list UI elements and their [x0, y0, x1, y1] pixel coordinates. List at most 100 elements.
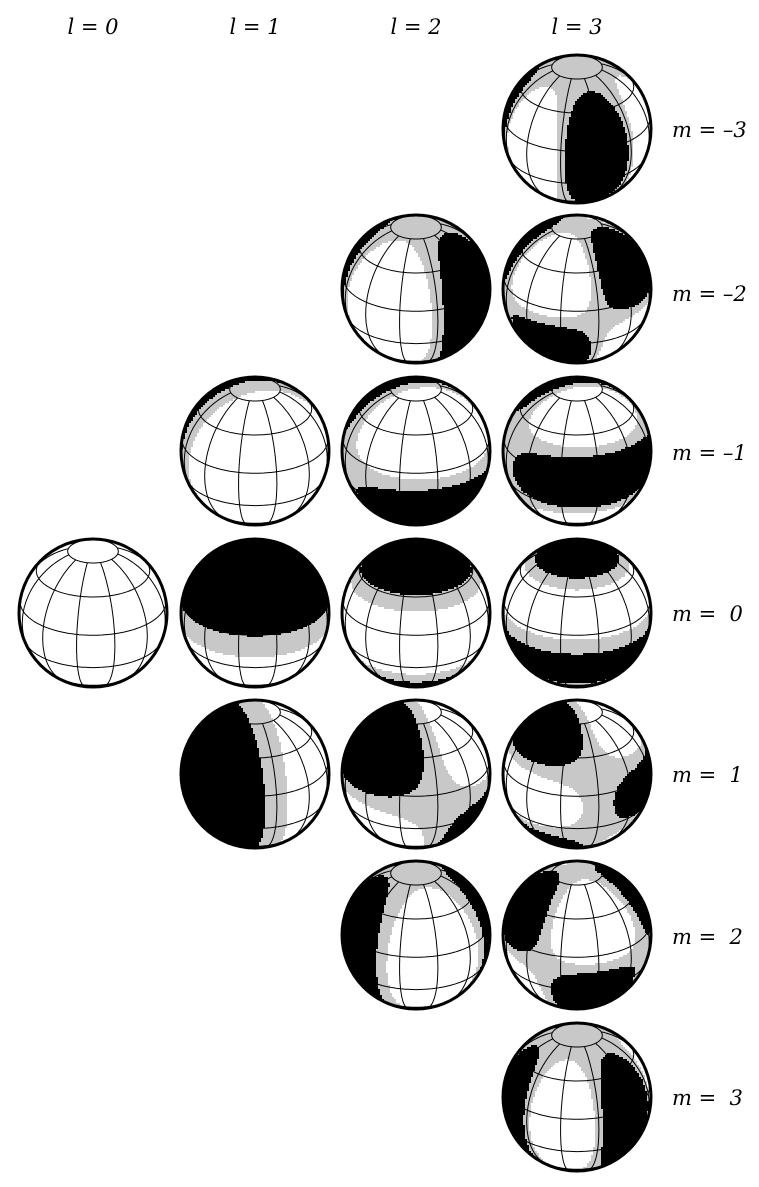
sphere-outline — [340, 213, 492, 365]
sphere-l2-m2 — [340, 859, 492, 1011]
longitude-line — [262, 400, 278, 525]
longitude-line — [584, 400, 600, 525]
positive-lobe-region — [342, 867, 490, 1003]
latitude-line — [508, 802, 646, 830]
sphere-l3-m3 — [501, 1021, 653, 1173]
sphere-outline — [501, 53, 653, 205]
positive-lobe-region — [503, 59, 629, 203]
nodal-band-region — [342, 383, 490, 499]
longitude-line — [560, 78, 572, 203]
positive-lobe-region — [342, 217, 490, 361]
sphere-grid — [17, 53, 653, 1173]
longitude-line — [526, 1043, 561, 1166]
row-label-m-neg2: m = –2 — [672, 282, 747, 306]
longitude-line — [76, 562, 88, 687]
sphere-l2-mneg1 — [340, 375, 492, 527]
latitude-line — [503, 598, 651, 636]
longitude-line — [204, 559, 239, 682]
longitude-line — [584, 78, 600, 203]
longitude-line — [204, 720, 239, 843]
sphere-shading — [503, 377, 651, 513]
sphere-shading — [509, 700, 651, 848]
longitude-line — [273, 396, 310, 518]
longitude-line — [584, 1046, 600, 1171]
longitude-line — [526, 720, 561, 843]
longitude-line — [399, 562, 411, 687]
nodal-band-region — [503, 215, 651, 363]
positive-lobe-region — [513, 702, 651, 848]
longitude-line — [399, 884, 411, 1009]
sphere-l2-m1 — [340, 698, 492, 850]
sphere-outline — [501, 537, 653, 689]
sphere-shading — [503, 55, 641, 203]
latitude-line — [508, 317, 646, 345]
longitude-line — [560, 1046, 572, 1171]
sphere-surface — [181, 377, 329, 525]
sphere-outline — [179, 375, 331, 527]
longitude-line — [423, 400, 439, 525]
longitude-line — [526, 559, 561, 682]
sphere-shading — [342, 377, 490, 525]
longitude-line — [526, 397, 561, 520]
longitude-line — [560, 723, 572, 848]
row-label-m0: m = 0 — [672, 602, 743, 626]
nodal-band-region — [342, 700, 490, 848]
positive-lobe-region — [503, 539, 651, 683]
positive-lobe-region — [344, 377, 488, 525]
positive-lobe-region — [342, 702, 490, 846]
longitude-line — [399, 400, 411, 525]
row-labels: m = –3 m = –2 m = –1 m = 0 m = 1 m = 2 m… — [672, 118, 747, 1110]
sphere-l2-mneg2 — [340, 213, 492, 365]
longitude-line — [365, 881, 400, 1004]
sphere-l3-mneg2 — [501, 213, 653, 365]
latitude-line — [503, 436, 651, 474]
latitude-line — [503, 920, 651, 958]
longitude-line — [365, 559, 400, 682]
nodal-band-region — [509, 700, 645, 848]
column-label-l2: l = 2 — [390, 15, 441, 39]
nodal-band-region — [350, 561, 482, 683]
longitude-line — [399, 723, 411, 848]
sphere-outline — [501, 859, 653, 1011]
longitude-line — [238, 723, 250, 848]
sphere-shading — [181, 700, 287, 848]
latitude-line — [508, 1125, 646, 1153]
longitude-line — [111, 558, 148, 680]
latitude-line — [347, 317, 485, 345]
sphere-l3-m0 — [501, 537, 653, 689]
sphere-l3-m2 — [501, 859, 653, 1011]
latitude-line — [181, 759, 329, 797]
longitude-line — [595, 719, 632, 841]
latitude-line — [342, 598, 490, 636]
longitude-line — [423, 884, 439, 1009]
positive-lobe-region — [360, 539, 472, 687]
sphere-l2-m0 — [340, 537, 492, 689]
latitude-line — [503, 1082, 651, 1120]
positive-lobe-region — [181, 539, 329, 637]
row-label-m-neg1: m = –1 — [672, 441, 747, 465]
sphere-shading — [503, 215, 651, 363]
latitude-line — [508, 157, 646, 185]
longitude-line — [560, 400, 572, 525]
longitude-line — [584, 238, 600, 363]
latitude-line — [503, 114, 651, 152]
latitude-line — [508, 479, 646, 507]
sphere-outline — [179, 537, 331, 689]
sphere-l0-m0 — [17, 537, 169, 689]
latitude-line — [503, 274, 651, 312]
latitude-line — [181, 436, 329, 474]
sphere-outline — [340, 375, 492, 527]
latitude-line — [186, 641, 324, 669]
nodal-band-region — [505, 55, 641, 203]
sphere-l3-mneg3 — [501, 53, 653, 205]
positive-lobe-region — [503, 865, 651, 1009]
nodal-band-region — [503, 383, 651, 513]
sphere-surface — [19, 539, 167, 687]
longitude-line — [434, 558, 471, 680]
longitude-line — [365, 235, 400, 358]
longitude-line — [560, 562, 572, 687]
latitude-line — [503, 759, 651, 797]
longitude-line — [238, 400, 250, 525]
latitude-line — [342, 920, 490, 958]
